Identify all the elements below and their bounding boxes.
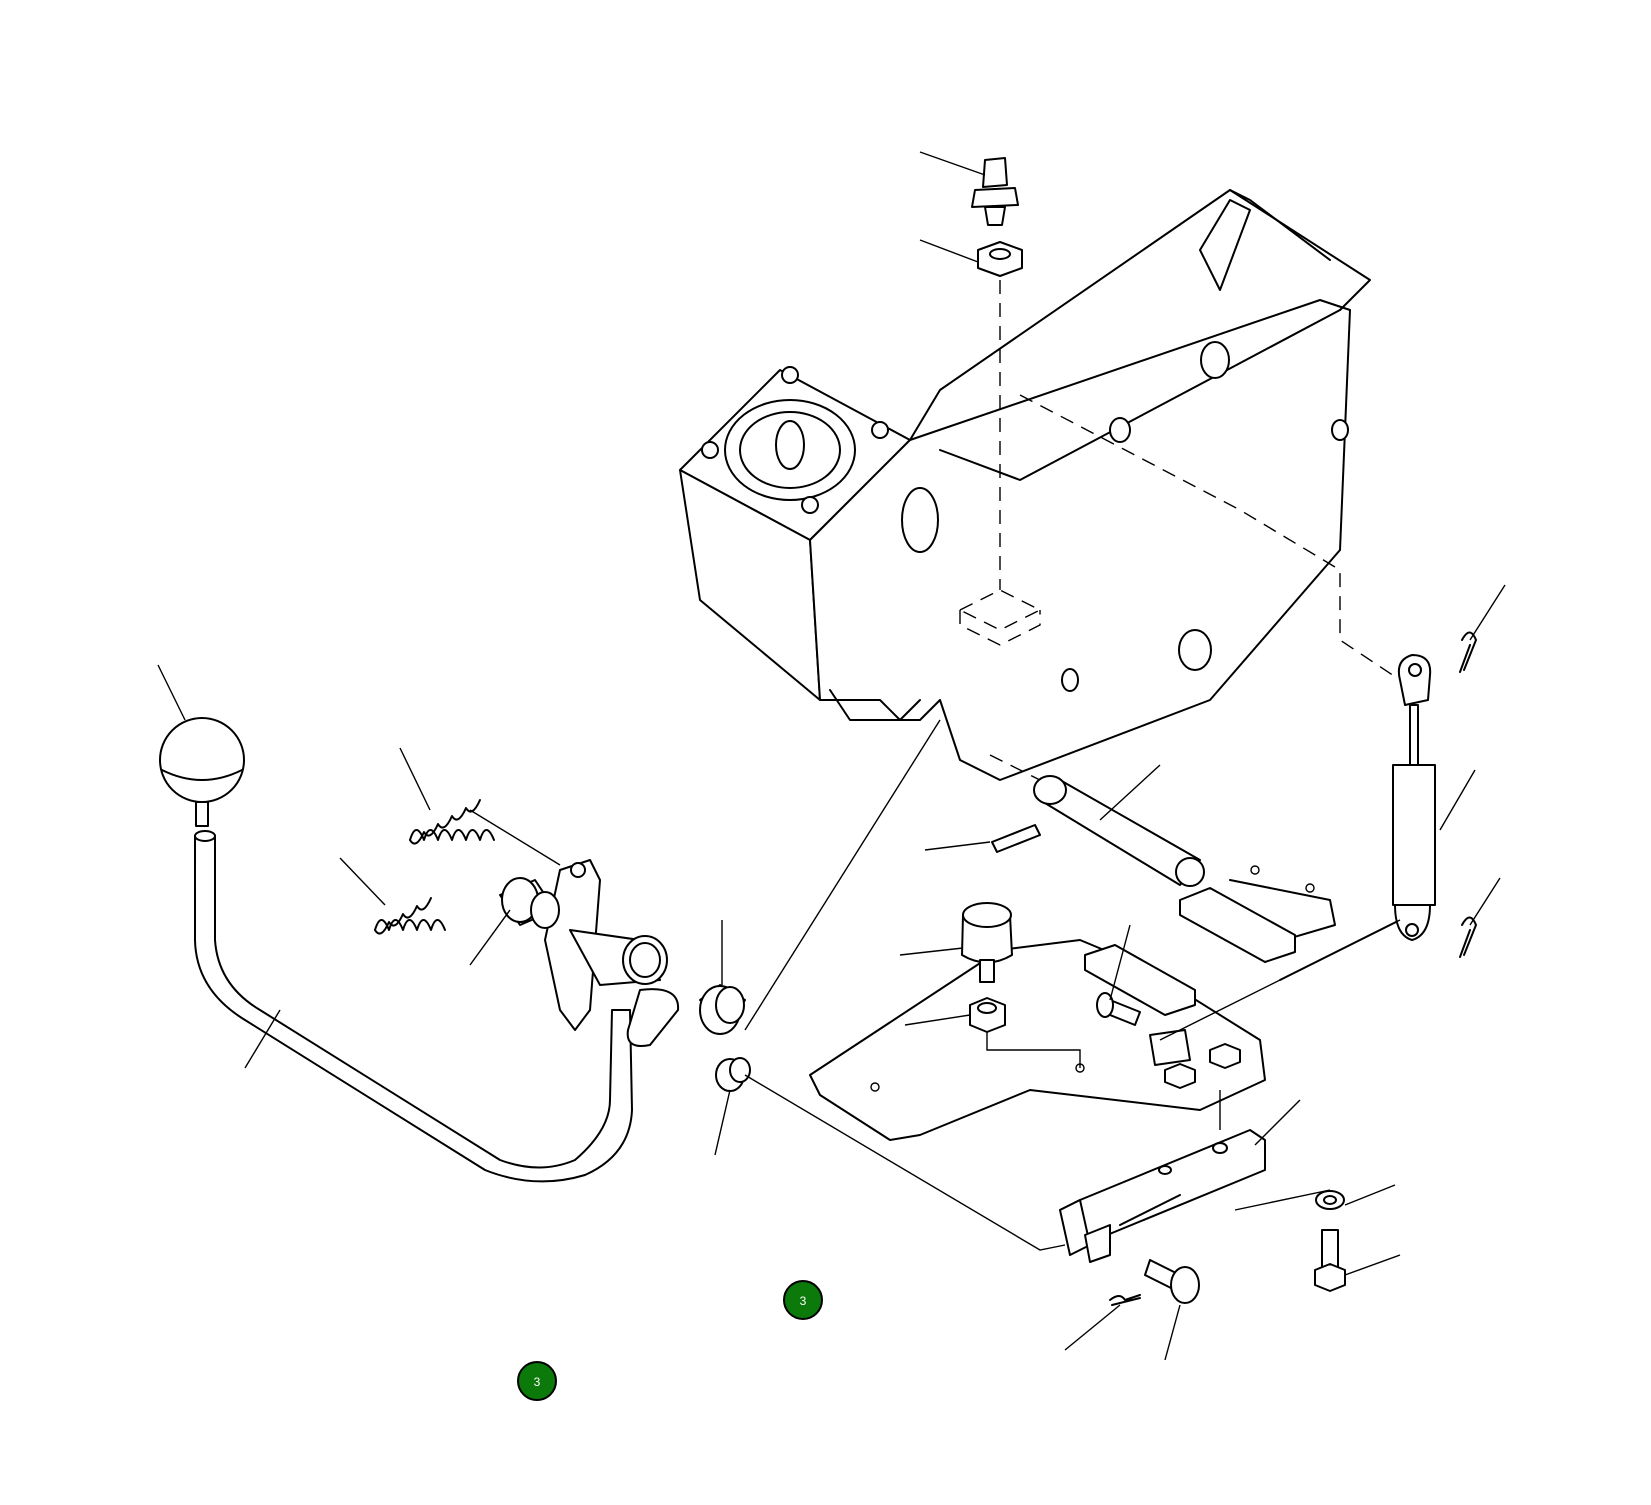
- marker-3-upper[interactable]: 3: [783, 1280, 823, 1320]
- marker-3-lower[interactable]: 3: [517, 1361, 557, 1401]
- bolt: [1314, 1229, 1346, 1292]
- strut-axis-line: [1019, 394, 1401, 681]
- spring-upper: [409, 799, 495, 845]
- marker-3-lower-label: 3: [534, 1375, 541, 1389]
- pivot-pin: [1033, 775, 1205, 887]
- cotter-pin-bottom: [1109, 1294, 1141, 1306]
- gas-strut: [1392, 654, 1436, 941]
- plate-bracket: [1149, 1029, 1241, 1089]
- cotter-pin-upper: [1459, 631, 1477, 673]
- clamp-bar-upper: [1179, 887, 1296, 963]
- console-housing: [679, 189, 1371, 781]
- shift-lever-rod: [194, 830, 633, 1183]
- roll-pin: [991, 824, 1041, 853]
- trace-washer: [1234, 1189, 1331, 1211]
- bumper-nut: [969, 997, 1006, 1033]
- trace-bushing: [744, 719, 941, 1031]
- trace-linkage: [744, 1074, 1066, 1251]
- bushing-small: [715, 1057, 751, 1092]
- spring-lower: [374, 897, 446, 935]
- lever-knob: [159, 717, 245, 827]
- clevis-pin-upper: [1096, 992, 1141, 1026]
- bushing-right: [699, 984, 746, 1035]
- bushing-left: [499, 877, 560, 929]
- pressure-switch: [971, 157, 1019, 226]
- cotter-pin-lower: [1459, 916, 1477, 958]
- trace-strut: [1159, 919, 1401, 1041]
- switch-nut: [977, 241, 1023, 277]
- stop-bumper: [961, 902, 1013, 983]
- trace-spring: [469, 809, 561, 866]
- linkage-arm: [1059, 1129, 1266, 1263]
- marker-3-upper-label: 3: [800, 1294, 807, 1308]
- callout-leaders: [157, 151, 1506, 1361]
- washer: [1315, 1190, 1345, 1210]
- mounting-block: [958, 589, 1042, 646]
- clamp-bar-middle: [1084, 944, 1196, 1016]
- clevis-pin-lower: [1144, 1259, 1200, 1304]
- trace-nut: [986, 1032, 1081, 1068]
- pin-axis-line: [989, 754, 1061, 791]
